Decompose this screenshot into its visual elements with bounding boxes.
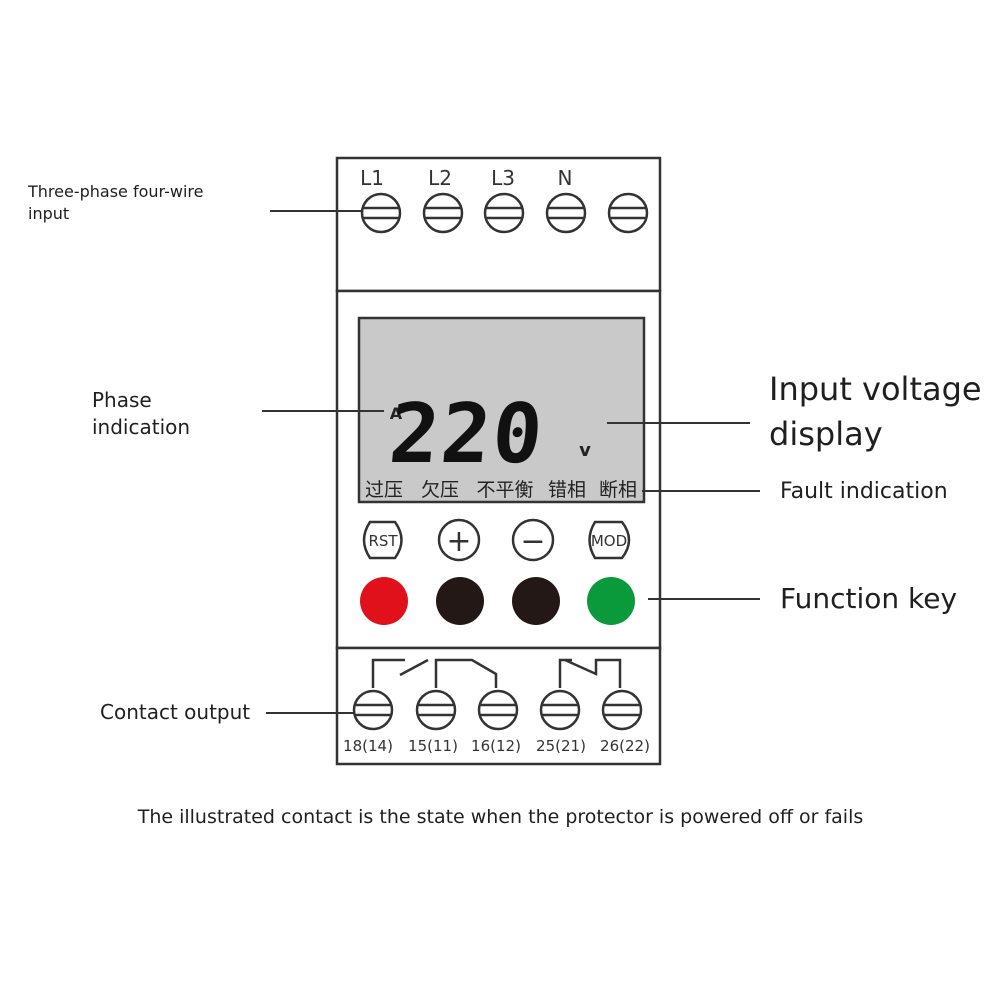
caption: The illustrated contact is the state whe…: [137, 806, 864, 828]
minus-button[interactable]: [512, 577, 560, 625]
screw-terminal-icon: [607, 192, 649, 234]
minus-badge-icon: [511, 518, 555, 562]
relay-contact-schematic: [371, 658, 622, 688]
plus-badge-icon: [437, 518, 481, 562]
callout-phase-indication: Phase indication: [92, 388, 191, 439]
fault-label: 过压: [365, 479, 403, 501]
bottom-terminal-label: 16(12): [471, 737, 521, 755]
callout-contact-output: Contact output: [100, 700, 251, 724]
callout-input-voltage: Input voltage display: [769, 370, 982, 453]
screw-terminal-icon: [360, 192, 402, 234]
voltage-unit: v: [579, 440, 591, 461]
mod-button[interactable]: [587, 577, 635, 625]
rst-button[interactable]: [360, 577, 408, 625]
top-terminal-label: N: [558, 166, 573, 190]
screw-terminal-icon: [415, 689, 457, 731]
rst-badge-icon: [362, 520, 403, 560]
screw-terminal-icon: [601, 689, 643, 731]
screw-terminal-icon: [422, 192, 464, 234]
fault-label: 欠压: [421, 479, 459, 501]
fault-label: 错相: [548, 479, 586, 501]
screw-terminal-icon: [483, 192, 525, 234]
fault-label: 不平衡: [476, 479, 533, 501]
bottom-terminal-label: 25(21): [536, 737, 586, 755]
phase-indicator: A: [390, 404, 403, 423]
lcd-display: [357, 316, 646, 504]
fault-label: 断相: [599, 479, 637, 501]
screw-terminal-icon: [545, 192, 587, 234]
callout-three-phase: Three-phase four-wire input: [28, 182, 204, 223]
bottom-terminal-label: 15(11): [408, 737, 458, 755]
voltage-readout: 220: [386, 387, 548, 482]
minus-label: −: [520, 524, 545, 559]
mod-label: MOD: [591, 532, 627, 550]
screw-terminal-icon: [477, 689, 519, 731]
screw-terminal-icon: [539, 689, 581, 731]
screw-terminal-icon: [352, 689, 394, 731]
callout-function-key: Function key: [780, 582, 958, 615]
rst-label: RST: [368, 532, 398, 550]
top-terminal-label: L3: [491, 166, 515, 190]
top-terminal-label: L1: [360, 166, 384, 190]
plus-button[interactable]: [436, 577, 484, 625]
mod-badge-icon: [588, 520, 631, 560]
top-terminal-label: L2: [428, 166, 452, 190]
bottom-terminal-label: 18(14): [343, 737, 393, 755]
callout-fault-indication: Fault indication: [780, 479, 948, 504]
plus-label: +: [446, 524, 471, 559]
bottom-terminal-label: 26(22): [600, 737, 650, 755]
